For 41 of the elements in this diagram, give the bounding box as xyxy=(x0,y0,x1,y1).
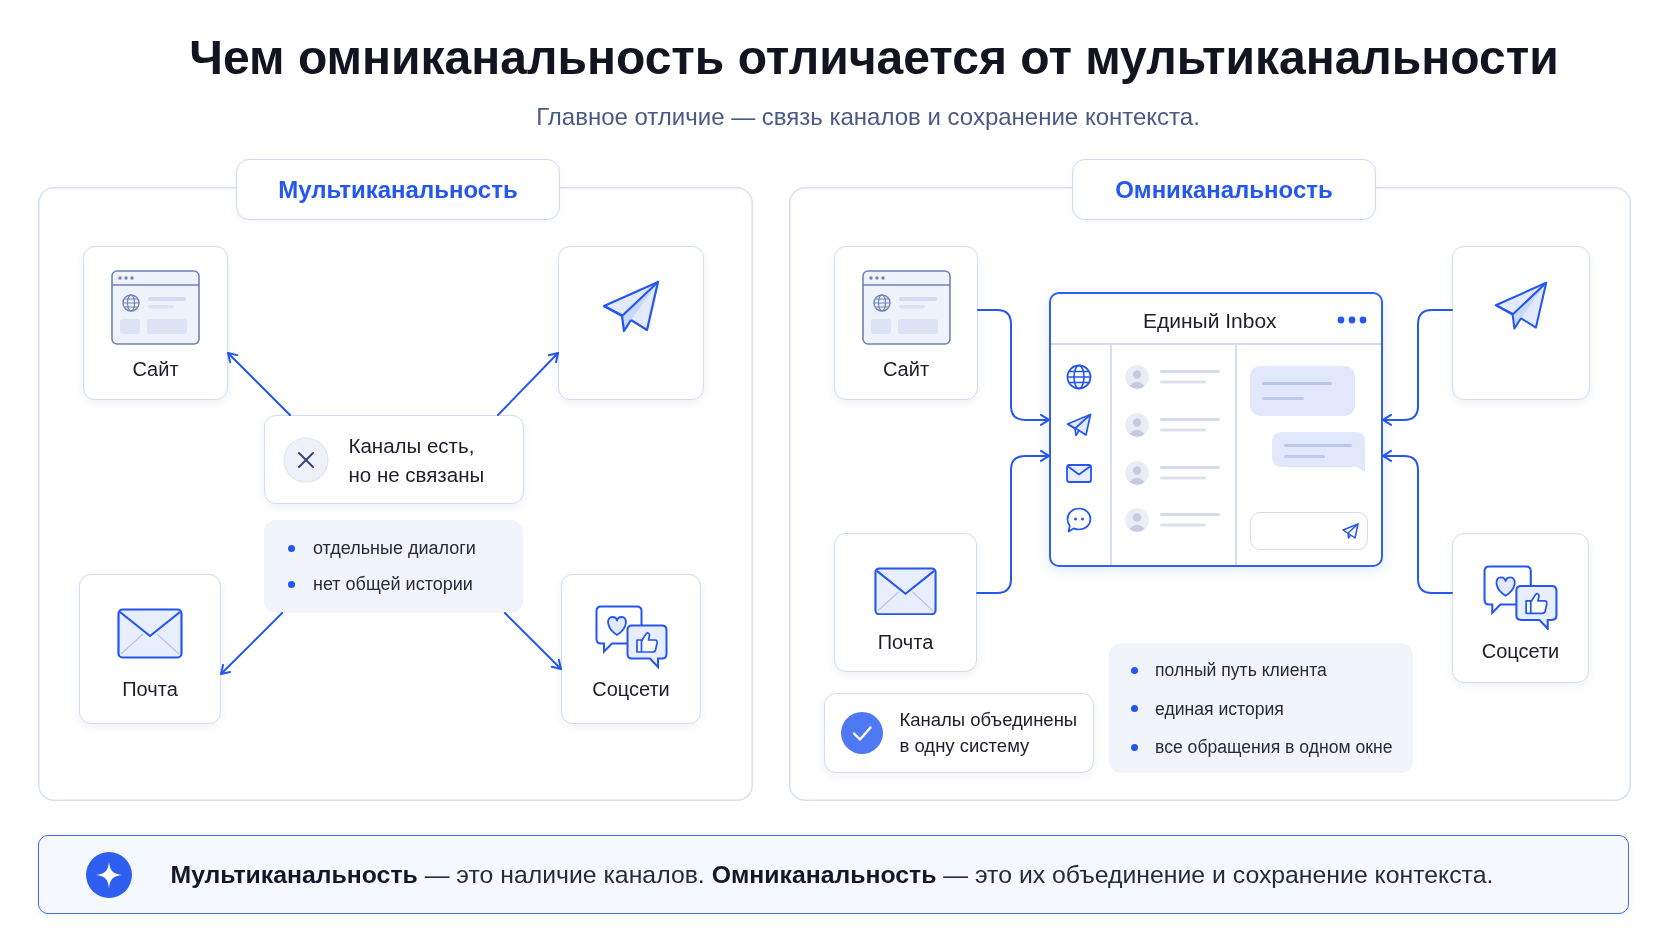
channel-label: Соцсети xyxy=(1481,638,1560,664)
arrow xyxy=(503,612,562,670)
channel-card xyxy=(79,574,221,724)
arrow xyxy=(220,612,284,676)
status-card xyxy=(264,415,524,504)
inbox-window xyxy=(1049,292,1383,567)
channel-card xyxy=(561,574,701,724)
summary-text: Мультиканальность — это наличие каналов. Омниканальность — это их объединение и сохранение контекста. xyxy=(170,859,1494,890)
channel-card xyxy=(834,533,977,672)
channel-label: Сайт xyxy=(882,356,930,382)
channel-label: Соцсети xyxy=(592,677,670,702)
channel-card xyxy=(558,246,704,400)
arrow xyxy=(977,309,1050,426)
arrow xyxy=(497,352,559,416)
bullet-text: нет общей истории xyxy=(313,573,473,595)
arrow xyxy=(1382,309,1453,426)
summary-banner xyxy=(38,835,1629,914)
bullet-list-panel xyxy=(264,520,523,613)
bullet-text: отдельные диалоги xyxy=(313,537,476,559)
channel-card xyxy=(1452,246,1590,400)
bullet-text: все обращения в одном окне xyxy=(1155,736,1393,758)
bullet-list-panel xyxy=(1109,643,1413,773)
arrow xyxy=(1382,449,1453,594)
status-text: Каналы есть, но не связаны xyxy=(348,432,486,488)
arrow xyxy=(227,352,291,416)
channel-label: Сайт xyxy=(132,356,179,382)
channel-card xyxy=(1452,533,1589,683)
channel-label: Почта xyxy=(122,676,178,702)
channel-card xyxy=(83,246,228,400)
channel-card xyxy=(834,246,978,400)
arrow xyxy=(976,449,1050,595)
channel-label: Почта xyxy=(877,630,934,656)
panel-heading: Мультиканальность xyxy=(236,159,560,220)
bullet-text: полный путь клиента xyxy=(1155,659,1327,681)
status-text: Каналы объединены в одну систему xyxy=(899,708,1079,758)
bullet-text: единая история xyxy=(1155,697,1284,720)
panel-heading: Омниканальность xyxy=(1072,159,1376,220)
window-title: Единый Inbox xyxy=(1143,307,1277,333)
page-title: Чем омниканальность отличается от мультиканальности xyxy=(189,30,1559,86)
subtitle: Главное отличие — связь каналов и сохранение контекста. xyxy=(536,102,1200,131)
status-card xyxy=(824,693,1094,773)
